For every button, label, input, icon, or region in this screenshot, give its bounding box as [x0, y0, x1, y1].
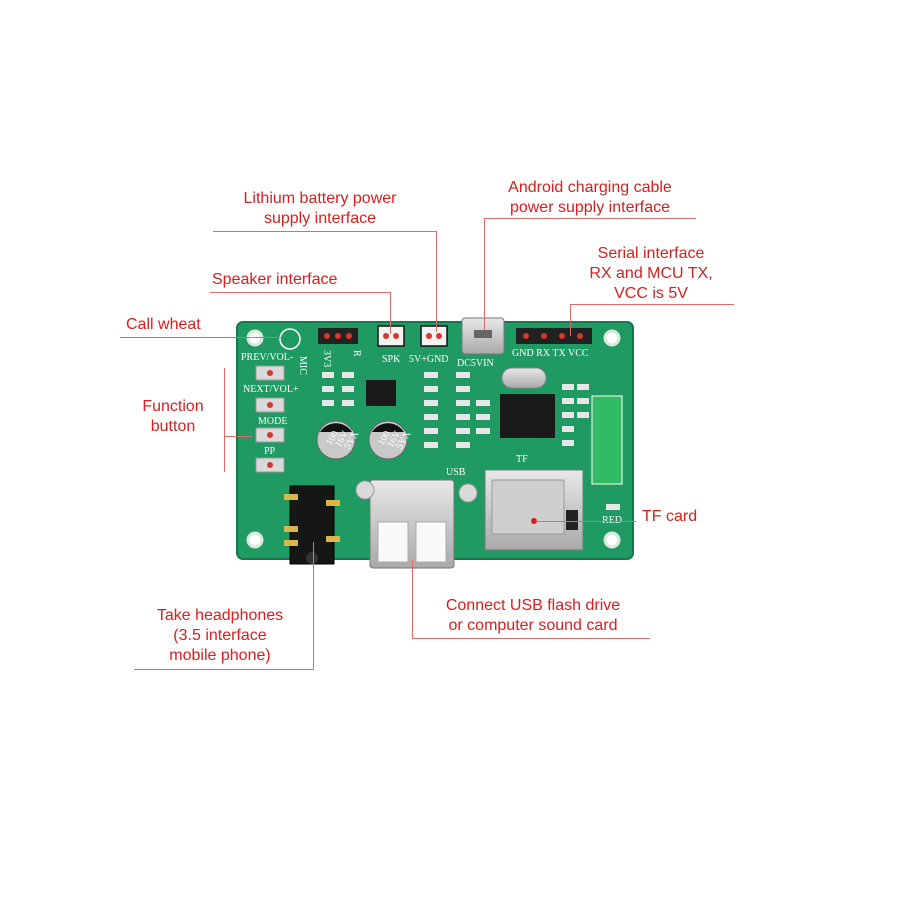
label-function-line1: Function [142, 398, 204, 415]
silk-red: RED [602, 515, 622, 526]
leader-android [484, 218, 696, 219]
label-tf: TF card [642, 508, 698, 525]
leader-battery-drop [436, 231, 437, 332]
label-android-line1: Android charging cable [508, 179, 672, 196]
silk-r: R [351, 350, 362, 357]
serial-header [516, 328, 592, 344]
label-serial-line2: RX and MCU TX, [589, 265, 713, 282]
capacitor [316, 420, 356, 460]
silk-mode: MODE [258, 416, 287, 427]
leader-android-drop [484, 218, 485, 330]
leader-battery [213, 231, 437, 232]
label-call: Call wheat [126, 316, 201, 333]
label-android: Android charging cable power supply inte… [480, 178, 700, 218]
silk-tf: TF [516, 454, 528, 465]
label-function: Function button [130, 397, 216, 437]
silk-prev: PREV/VOL- [241, 352, 293, 363]
mount-hole [246, 531, 264, 549]
silk-pp: PP [264, 446, 276, 457]
main-ic [500, 394, 555, 438]
silk-5v-gnd: 5V+GND [409, 354, 449, 365]
capacitor [368, 420, 408, 460]
leader-headphones [134, 669, 314, 670]
label-headphones-line3: mobile phone) [169, 647, 271, 664]
silk-serial: GND RX TX VCC [512, 348, 589, 359]
leader-usb-rise [412, 560, 413, 638]
leader-usb [412, 638, 650, 639]
silk-spk: SPK [382, 354, 401, 365]
passives-right [562, 384, 589, 446]
passives-center [424, 372, 490, 448]
silk-dc5vin: DC5VIN [457, 358, 494, 369]
label-battery: Lithium battery power supply interface [213, 189, 427, 229]
crystal [501, 367, 547, 389]
mount-hole [246, 329, 264, 347]
label-android-line2: power supply interface [509, 199, 671, 216]
silk-next: NEXT/VOL+ [243, 384, 299, 395]
leader-headphones-rise [313, 542, 314, 669]
speaker-header [377, 325, 405, 347]
label-speaker: Speaker interface [212, 271, 338, 288]
passives-left [322, 372, 354, 406]
bluetooth-antenna [591, 395, 623, 485]
tf-marker-dot [531, 518, 537, 524]
pad-ring [355, 480, 375, 500]
mount-hole [603, 329, 621, 347]
amp-ic [366, 380, 396, 406]
label-serial-line1: Serial interface [597, 245, 705, 262]
label-usb-line2: or computer sound card [448, 617, 618, 634]
label-function-line2: button [150, 418, 196, 435]
leader-speaker [210, 292, 390, 293]
leader-call [120, 337, 282, 338]
label-serial-line3: VCC is 5V [614, 285, 688, 302]
silk-mic: MIC [297, 356, 308, 375]
leader-speaker-drop [390, 292, 391, 334]
leader-tf [536, 521, 636, 522]
leader-serial-drop [570, 304, 571, 336]
label-battery-line1: Lithium battery power [243, 190, 397, 207]
silk-usb: USB [446, 467, 466, 478]
label-usb-line1: Connect USB flash drive [445, 597, 621, 614]
label-headphones-line2: (3.5 interface [173, 627, 267, 644]
leader-serial [570, 304, 734, 305]
label-usb: Connect USB flash drive or computer soun… [420, 596, 646, 636]
pad-ring [458, 483, 478, 503]
label-headphones-line1: Take headphones [156, 607, 284, 624]
red-led [606, 504, 620, 510]
leader-function [224, 436, 252, 437]
label-serial: Serial interface RX and MCU TX, VCC is 5… [572, 244, 730, 304]
label-headphones: Take headphones (3.5 interface mobile ph… [134, 606, 306, 666]
battery-header [420, 325, 448, 347]
mic-pad [279, 328, 301, 350]
silk-3v3: 3V3 [321, 350, 332, 367]
mount-hole [603, 531, 621, 549]
label-battery-line2: supply interface [263, 210, 377, 227]
leader-function-bracket [224, 368, 225, 472]
